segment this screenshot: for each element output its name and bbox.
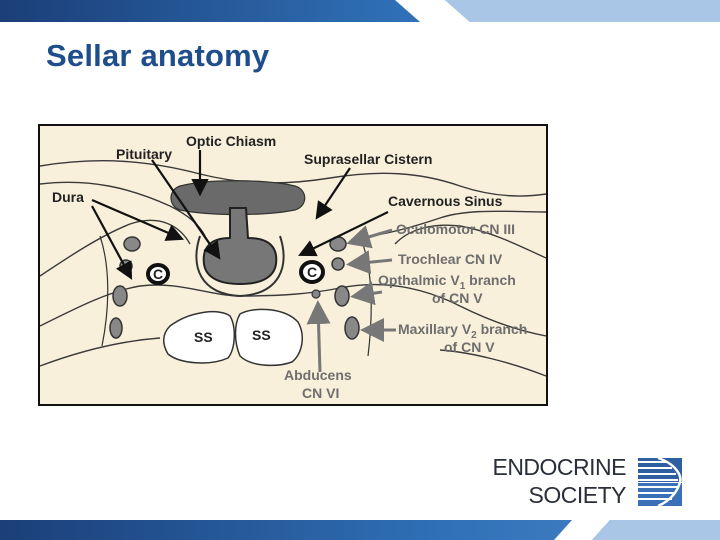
label-abducens-line2: CN VI <box>302 385 339 401</box>
label-ophthalmic: Opthalmic V1 branch <box>378 272 516 292</box>
top-decorative-band <box>0 0 720 22</box>
label-pituitary: Pituitary <box>116 146 172 162</box>
left-cavernous-sinus <box>99 235 170 347</box>
pointer-arrows-gray <box>306 225 396 373</box>
label-sphenoid-right: SS <box>252 327 271 343</box>
label-maxillary-line2: of CN V <box>444 339 495 355</box>
label-ophthalmic-line2: of CN V <box>432 290 483 306</box>
sellar-anatomy-figure: Pituitary Optic Chiasm Suprasellar Ciste… <box>38 124 548 406</box>
label-oculomotor: Oculomotor CN III <box>396 221 515 237</box>
label-carotid-left: C <box>153 266 163 282</box>
label-abducens: Abducens <box>284 367 352 383</box>
label-sphenoid-left: SS <box>194 329 213 345</box>
sphenoid-sinus <box>163 308 304 367</box>
logo-mark-icon <box>636 456 684 508</box>
anatomy-illustration: Pituitary Optic Chiasm Suprasellar Ciste… <box>40 133 546 401</box>
label-trochlear: Trochlear CN IV <box>398 251 503 267</box>
label-maxillary: Maxillary V2 branch <box>398 321 527 341</box>
logo-line-1: ENDOCRINE <box>492 454 626 480</box>
label-cavernous-sinus: Cavernous Sinus <box>388 193 503 209</box>
pituitary-gland <box>195 207 285 298</box>
label-carotid-right: C <box>307 264 317 280</box>
slide-title: Sellar anatomy <box>46 38 270 73</box>
label-dura: Dura <box>52 189 84 205</box>
bottom-decorative-band <box>0 520 720 540</box>
logo-line-2: SOCIETY <box>528 482 627 508</box>
label-suprasellar-cistern: Suprasellar Cistern <box>304 151 432 167</box>
pointer-arrows-dark <box>91 150 389 280</box>
label-optic-chiasm: Optic Chiasm <box>186 133 276 149</box>
endocrine-society-logo: ENDOCRINE SOCIETY <box>468 454 688 514</box>
